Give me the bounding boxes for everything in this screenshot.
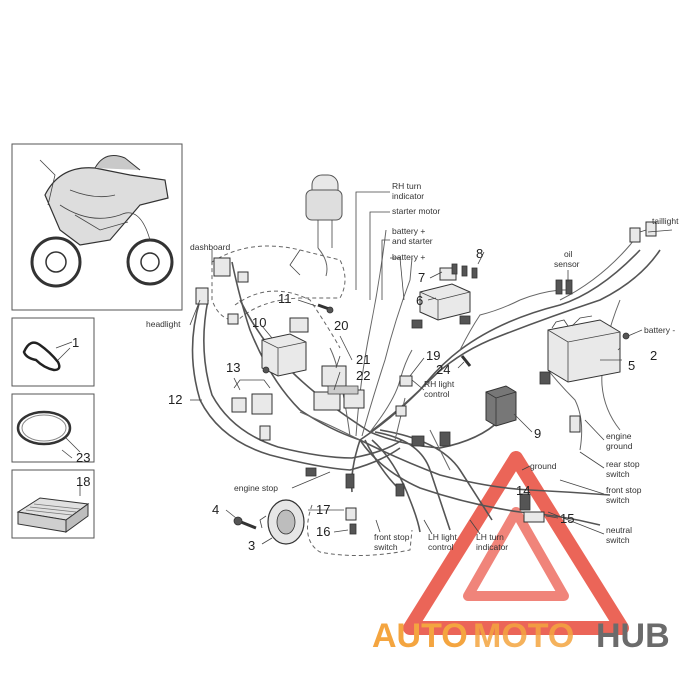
- battery-and-starter-label: battery + and starter: [392, 226, 433, 246]
- callout-10: 10: [252, 315, 266, 330]
- svg-text:MOTO: MOTO: [473, 617, 574, 655]
- engine-stop-label: engine stop: [234, 483, 278, 493]
- front-stop-switch-bottom-label: front stop switch: [374, 532, 412, 552]
- callout-2: 2: [650, 348, 657, 363]
- part-14-15-switches: [519, 493, 545, 523]
- callout-14: 14: [516, 483, 530, 498]
- callout-21: 21: [356, 352, 370, 367]
- callout-5: 5: [628, 358, 635, 373]
- starter-motor-label: starter motor: [392, 206, 440, 216]
- watermark-logo: [403, 451, 629, 635]
- part-3-horn: [259, 499, 305, 545]
- callout-23: 23: [76, 450, 90, 465]
- ground-label: ground: [530, 461, 557, 471]
- callout-16: 16: [316, 524, 330, 539]
- neutral-switch-label: neutral switch: [606, 525, 634, 545]
- part-24-screw: [460, 355, 472, 367]
- callout-22: 22: [356, 368, 370, 383]
- horn-area-outline: [307, 504, 413, 557]
- lh-turn-indicator-label: LH turn indicator: [476, 532, 508, 552]
- label-leader-lines: [55, 191, 673, 545]
- part-18-panel: [11, 469, 95, 539]
- taillight-label: taillight: [652, 216, 679, 226]
- part-21-22-relays: [313, 365, 365, 411]
- callout-17: 17: [316, 502, 330, 517]
- harness-connectors: [195, 257, 581, 497]
- callout-3: 3: [248, 538, 255, 553]
- oil-sensor-connector: [555, 279, 573, 295]
- part-1-panel: [11, 317, 95, 387]
- callout-7: 7: [418, 270, 425, 285]
- callout-19: 19: [426, 348, 440, 363]
- rh-light-control-label: RH light control: [424, 379, 457, 399]
- callout-1: 1: [72, 335, 79, 350]
- callout-24: 24: [436, 362, 450, 377]
- part-4-bolt: [233, 516, 257, 530]
- dashboard-label: dashboard: [190, 242, 230, 252]
- part-5-battery: [547, 315, 630, 383]
- callout-18: 18: [76, 474, 90, 489]
- callout-6: 6: [416, 293, 423, 308]
- callout-20: 20: [334, 318, 348, 333]
- headlight-label: headlight: [146, 319, 181, 329]
- part-8-fuses: [451, 263, 478, 279]
- callout-15: 15: [560, 511, 574, 526]
- svg-text:AUTO: AUTO: [372, 617, 468, 655]
- motorcycle-overview-panel: [11, 143, 183, 311]
- watermark-text: AUTO MOTO HUB: [372, 617, 670, 655]
- taillight-connector: [629, 221, 657, 243]
- oil-sensor-label: oil sensor: [554, 249, 580, 269]
- callout-13: 13: [226, 360, 240, 375]
- part-19-connector: [395, 375, 413, 417]
- lh-light-control-label: LH light control: [428, 532, 459, 552]
- callout-12: 12: [168, 392, 182, 407]
- battery-minus-label: battery -: [644, 325, 675, 335]
- callout-4: 4: [212, 502, 219, 517]
- part-13-flasher-units: [231, 379, 273, 415]
- part-9-regulator: [485, 385, 517, 427]
- rh-turn-indicator-label: RH turn indicator: [392, 181, 424, 201]
- callout-9: 9: [534, 426, 541, 441]
- svg-text:HUB: HUB: [596, 617, 670, 655]
- wire-harness-outline: [234, 290, 341, 349]
- callout-11: 11: [278, 291, 292, 306]
- part-16-17-fittings: [345, 507, 357, 535]
- part-6-fuse-box: [411, 283, 471, 329]
- part-10-control-unit: [261, 317, 309, 377]
- starter-motor-part: [289, 174, 343, 277]
- rear-stop-switch-label: rear stop switch: [606, 459, 642, 479]
- engine-ground-label: engine ground: [606, 431, 634, 451]
- battery-plus-label: battery +: [392, 252, 425, 262]
- callout-8: 8: [476, 246, 483, 261]
- part-23-panel: [11, 393, 95, 463]
- front-stop-switch-right-label: front stop switch: [606, 485, 644, 505]
- part-11-screw: [317, 303, 334, 314]
